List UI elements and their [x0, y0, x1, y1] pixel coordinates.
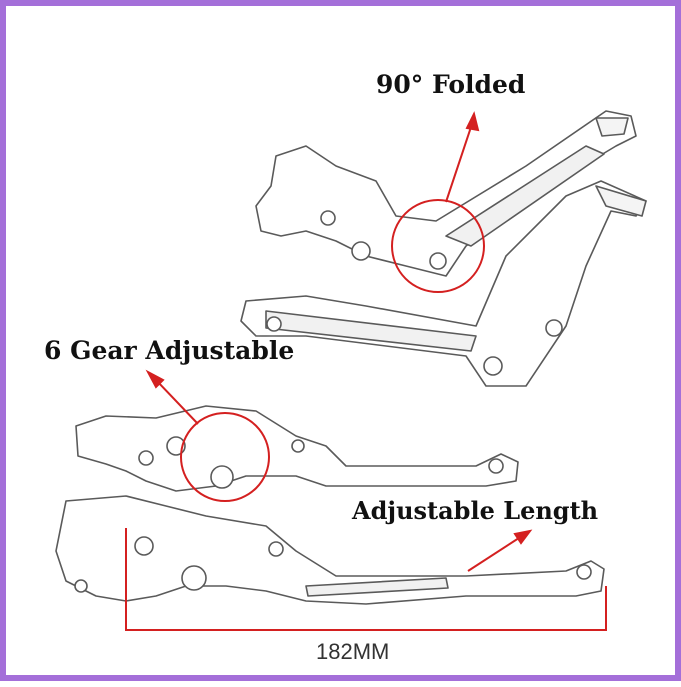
- length-arrow-line: [467, 535, 523, 572]
- folded-callout-label: 90° Folded: [376, 70, 526, 99]
- length-arrow-head: [513, 529, 533, 545]
- folded-lever-pair-illustration: [240, 110, 647, 387]
- folded-arrow-head: [465, 111, 480, 132]
- length-dimension-label: 182MM: [316, 639, 390, 664]
- fold-joint-highlight-circle: [391, 199, 485, 293]
- adjustable-length-callout-label: Adjustable Length: [352, 496, 599, 525]
- gear-adjustable-callout-label: 6 Gear Adjustable: [44, 336, 295, 365]
- folded-arrow-line: [445, 123, 473, 203]
- gear-adjuster-highlight-circle: [180, 412, 270, 502]
- extended-lever-pair-illustration: [55, 405, 605, 605]
- gear-arrow-head: [145, 369, 165, 389]
- dimension-bracket: [125, 528, 607, 631]
- lever-line-art: [55, 110, 647, 631]
- gear-arrow-line: [155, 379, 199, 425]
